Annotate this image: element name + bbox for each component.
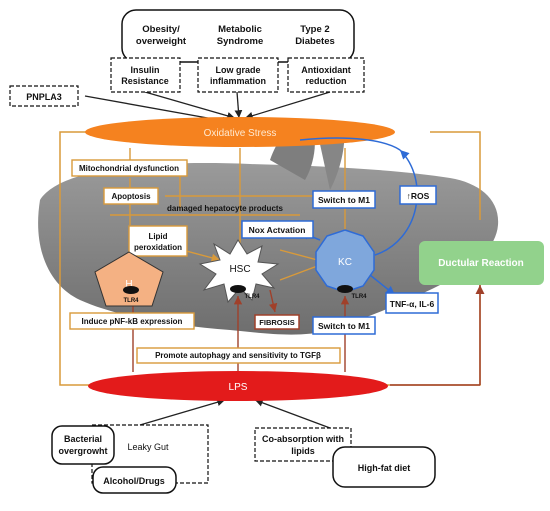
tlr4-label-kc: TLR4 [352,294,368,300]
bacterial-line2: overgrowht [58,446,107,456]
apoptosis-box [103,187,159,205]
insulin-resistance-box [110,57,181,93]
antioxidant-box [287,57,365,93]
leaky-gut-label: Leaky Gut [127,442,169,452]
nox-box [241,220,314,239]
fibrosis-label: FIBROSIS [259,318,294,327]
fibrosis-box [254,314,300,330]
pnpla3-label: PNPLA3 [26,92,62,102]
tlr4-label-h: TLR4 [124,298,140,304]
alcohol-label: Alcohol/Drugs [103,476,165,486]
hepatocyte-label: H [125,279,132,290]
ductular-reaction-box [419,241,544,285]
inflammation-line2: inflammation [210,76,266,86]
tlr4-label-hsc: TLR4 [245,294,261,300]
tlr4-receptors [123,285,353,294]
condition-obesity-line2: overweight [136,36,187,47]
tnf-label: TNF-α, IL-6 [390,299,435,309]
frame-lines [59,127,485,386]
lipid-box [128,225,188,257]
pnfkb-box [69,312,195,330]
hepatocyte-shape [94,251,164,307]
mitochondrial-box [71,159,188,177]
switch-m1-top-label: Switch to M1 [318,195,370,205]
condition-diabetes-line1: Type 2 [300,24,329,35]
lipid-line1: Lipid [148,232,167,241]
inflammation-line1: Low grade [215,65,260,75]
highfat-label: High-fat diet [358,463,411,473]
coabsorption-line1: Co-absorption with [262,434,344,444]
alcohol-box [92,466,177,494]
condition-metabolic-line1: Metabolic [218,24,262,35]
ductular-reaction-label: Ductular Reaction [438,258,524,269]
lps-label: LPS [229,382,248,393]
switch-m1-bottom-label: Switch to M1 [318,321,370,331]
antioxidant-line1: Antioxidant [301,65,351,75]
autophagy-label: Promote autophagy and sensitivity to TGF… [155,351,321,360]
inflammation-box [197,57,279,93]
lipid-line2: peroxidation [134,243,182,252]
nox-label: Nox Actvation [249,225,306,235]
pnpla3-box [9,85,79,107]
antioxidant-line2: reduction [305,76,346,86]
ros-box [399,185,437,205]
insulin-line1: Insulin [131,65,160,75]
condition-metabolic-line2: Syndrome [217,36,263,47]
switch-m1-bottom-box [312,316,376,335]
autophagy-box [136,347,341,364]
bottom-arrows [139,398,331,429]
condition-diabetes-line2: Diabetes [295,36,335,47]
tnf-box [385,292,439,314]
coabsorption-line2: lipids [291,446,315,456]
damaged-products-label: damaged hepatocyte products [167,204,284,213]
apoptosis-label: Apoptosis [111,192,151,201]
oxidative-stress-label: Oxidative Stress [204,128,277,139]
mitochondrial-label: Mitochondrial dysfunction [79,164,179,173]
hsc-label: HSC [229,264,250,275]
lps-ellipse [88,371,388,401]
condition-obesity-line1: Obesity/ [142,24,180,35]
ros-label: ↑ROS [407,191,430,201]
switch-m1-top-box [312,190,376,209]
highfat-box [332,446,436,488]
bacterial-line1: Bacterial [64,434,102,444]
pnfkb-label: Induce pNF-kB expression [82,317,183,326]
insulin-line2: Resistance [121,76,169,86]
oxidative-stress-ellipse [85,117,395,147]
bacterial-box [51,425,115,465]
kc-label: KC [338,257,352,268]
